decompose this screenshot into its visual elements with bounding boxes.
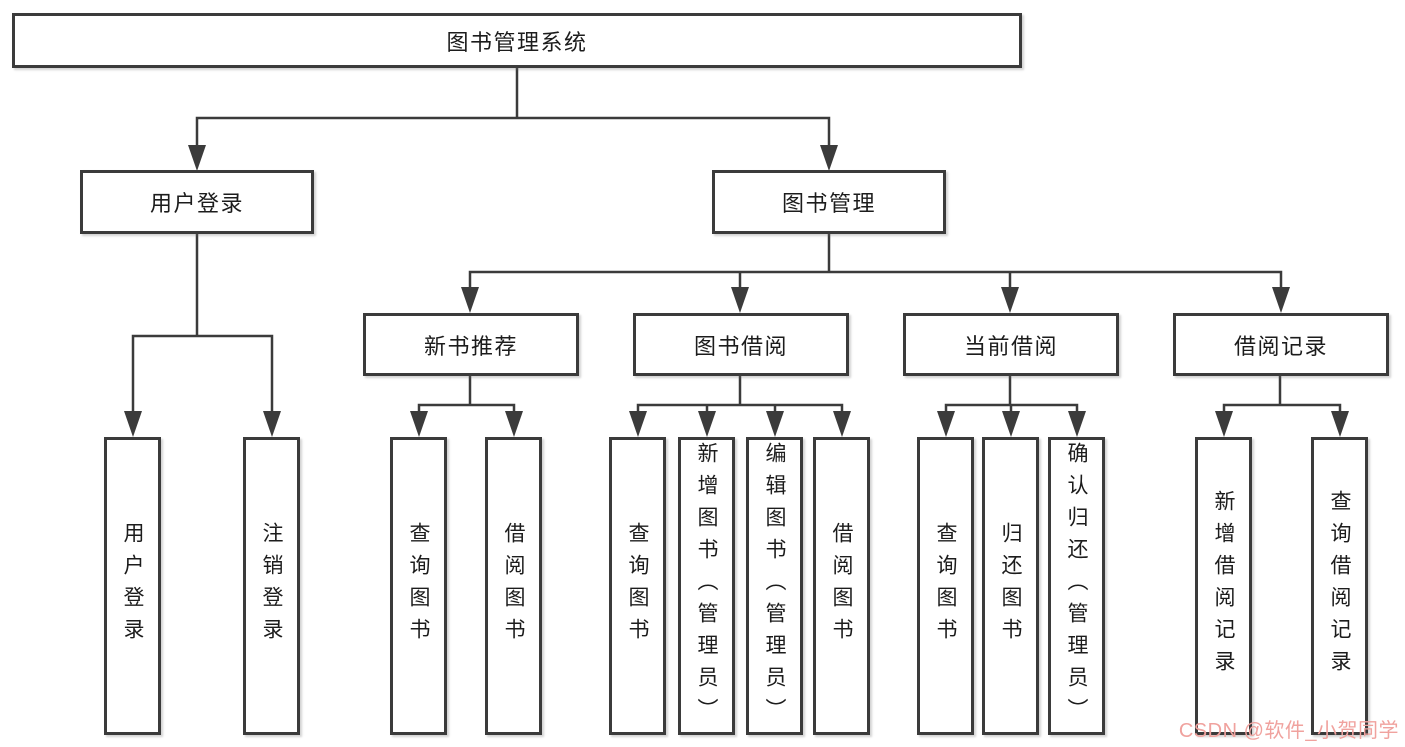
node-user-login: 用户登录: [80, 170, 314, 234]
node-label: 新增图书（管理员）: [695, 442, 718, 730]
node-label: 当前借阅: [963, 333, 1058, 359]
node-leaf-query-book-current: 查询图书: [917, 437, 974, 735]
node-leaf-borrow-book: 借阅图书: [813, 437, 870, 735]
node-label: 图书借阅: [693, 333, 788, 359]
node-label: 查询图书: [626, 522, 649, 650]
node-label: 查询借阅记录: [1328, 490, 1351, 682]
node-leaf-query-book-recommend: 查询图书: [390, 437, 447, 735]
connector-book-borrow: [636, 374, 844, 413]
node-label: 图书管理: [781, 191, 876, 216]
node-leaf-borrow-book-recommend: 借阅图书: [485, 437, 542, 735]
connector-book-management: [468, 232, 1283, 289]
node-label: 确认归还（管理员）: [1065, 442, 1088, 730]
node-borrow-record: 借阅记录: [1173, 313, 1389, 376]
node-label: 借阅记录: [1233, 333, 1328, 359]
node-book-management: 图书管理: [712, 170, 946, 234]
node-label: 借阅图书: [830, 522, 853, 650]
node-label: 查询图书: [407, 522, 430, 650]
node-label: 查询图书: [934, 522, 957, 650]
connector-current-borrow: [944, 374, 1079, 413]
node-leaf-query-borrow-record: 查询借阅记录: [1311, 437, 1368, 735]
node-label: 借阅图书: [502, 522, 525, 650]
node-leaf-return-book: 归还图书: [982, 437, 1039, 735]
connector-borrow-record: [1222, 374, 1342, 413]
csdn-watermark: CSDN @软件_小贺同学: [1178, 720, 1399, 742]
node-current-borrow: 当前借阅: [903, 313, 1119, 376]
node-label: 用户登录: [121, 522, 144, 650]
node-label: 新书推荐: [423, 333, 518, 359]
node-leaf-confirm-return-admin: 确认归还（管理员）: [1048, 437, 1105, 735]
node-new-book-recommend: 新书推荐: [363, 313, 579, 376]
connector-root: [195, 66, 831, 147]
node-library-management-system: 图书管理系统: [12, 13, 1022, 68]
node-leaf-add-book-admin: 新增图书（管理员）: [678, 437, 735, 735]
connector-user-login: [131, 232, 274, 413]
node-label: 用户登录: [149, 191, 244, 216]
node-label: 新增借阅记录: [1212, 490, 1235, 682]
node-book-borrow: 图书借阅: [633, 313, 849, 376]
node-label: 归还图书: [999, 522, 1022, 650]
node-leaf-user-login: 用户登录: [104, 437, 161, 735]
node-leaf-query-book-borrow: 查询图书: [609, 437, 666, 735]
node-leaf-add-borrow-record: 新增借阅记录: [1195, 437, 1252, 735]
node-label: 注销登录: [260, 522, 283, 650]
node-leaf-logout: 注销登录: [243, 437, 300, 735]
node-leaf-edit-book-admin: 编辑图书（管理员）: [746, 437, 803, 735]
node-label: 图书管理系统: [446, 29, 588, 55]
node-label: 编辑图书（管理员）: [763, 442, 786, 730]
connector-new-book: [417, 374, 516, 413]
